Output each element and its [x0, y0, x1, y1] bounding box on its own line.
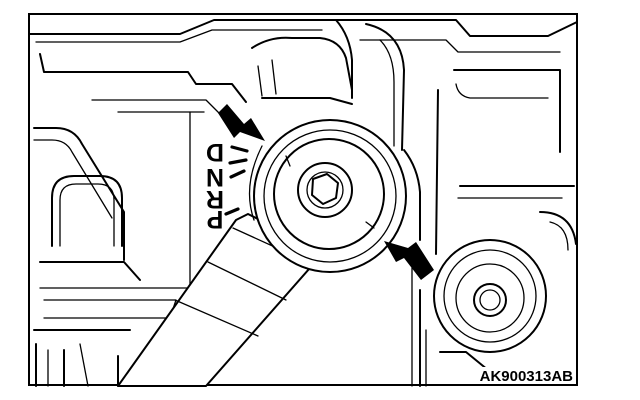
- gear-range-letters: P R N D: [206, 138, 224, 233]
- alignment-arrows: [218, 104, 434, 280]
- transmission-case-background: [28, 19, 578, 387]
- figure-code: AK900313AB: [480, 368, 574, 385]
- detent-marks: [224, 145, 249, 216]
- upper-arrow-icon: [218, 104, 265, 141]
- lever-index-mark-upper: [285, 155, 291, 167]
- lower-arrow-icon: [384, 241, 434, 280]
- gear-letter-r: R: [206, 185, 224, 213]
- right-bolt-boss: [433, 239, 547, 353]
- lever-index-mark-lower: [365, 221, 375, 229]
- gear-letter-n: N: [206, 163, 224, 191]
- gear-letter-p: P: [207, 205, 224, 233]
- manual-control-lever: [117, 119, 407, 387]
- lock-nut: [297, 162, 353, 218]
- gear-letter-d: D: [206, 138, 224, 166]
- figure-code-backdrop: [444, 367, 575, 384]
